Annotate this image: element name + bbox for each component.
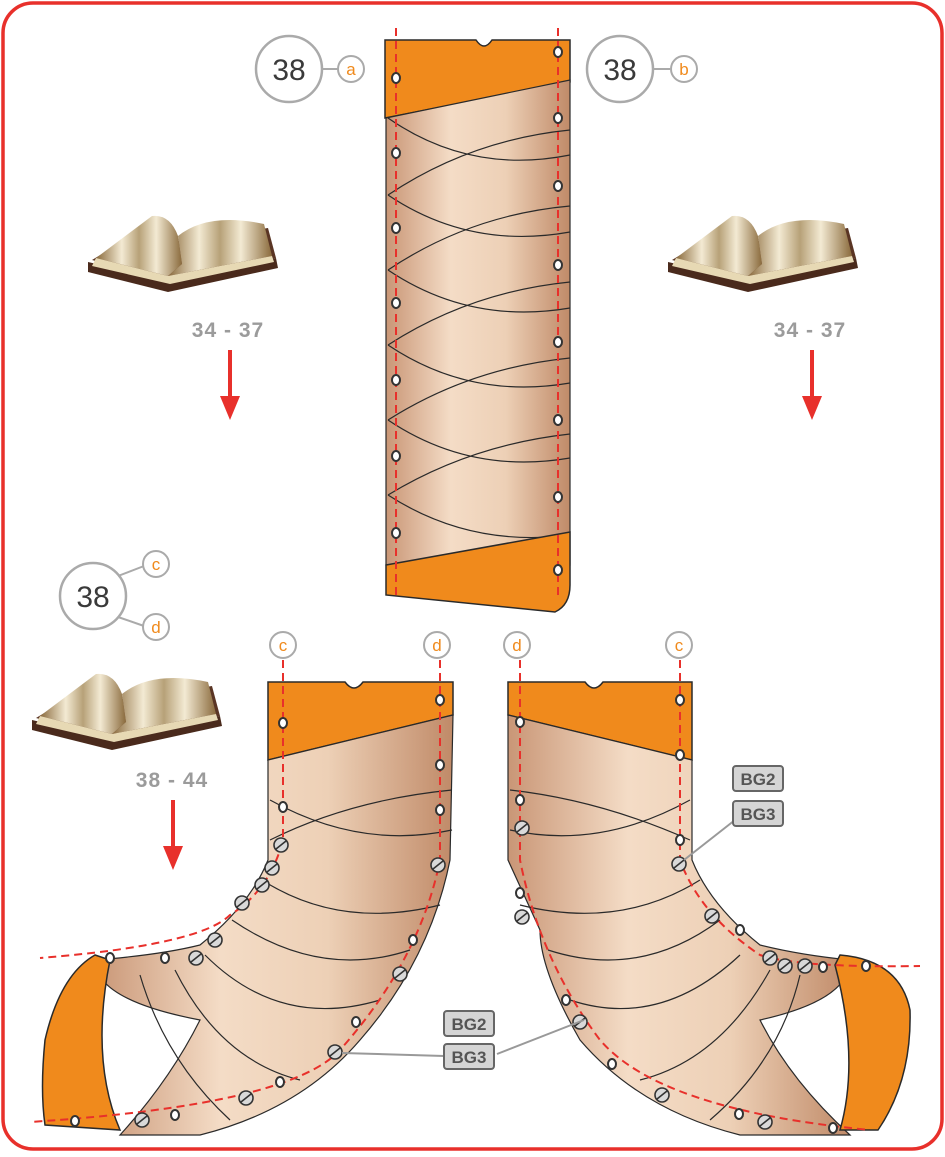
callout-letter-d: d xyxy=(151,618,160,637)
duct-segments xyxy=(386,80,570,565)
fastener-tag-bg2: BG2 xyxy=(444,1011,494,1036)
seam-label-c: c xyxy=(675,636,684,655)
callout-letter-c: c xyxy=(152,555,161,574)
book-pages-label: 34 - 37 xyxy=(192,319,264,342)
callout-number: 38 xyxy=(76,581,109,614)
svg-text:BG2: BG2 xyxy=(741,770,776,789)
fastener-tag-bg3: BG3 xyxy=(444,1044,494,1069)
callout-letter: a xyxy=(346,60,356,79)
fastener-tag-bg2: BG2 xyxy=(733,766,783,791)
callout-letter: b xyxy=(679,60,688,79)
callout-number: 38 xyxy=(603,54,636,87)
book-pages-label: 34 - 37 xyxy=(774,319,846,342)
seam-label-c: c xyxy=(279,636,288,655)
svg-text:BG3: BG3 xyxy=(452,1048,487,1067)
book-pages-label: 38 - 44 xyxy=(136,769,208,792)
seam-label-d: d xyxy=(432,636,441,655)
svg-text:BG2: BG2 xyxy=(452,1015,487,1034)
callout-number: 38 xyxy=(272,54,305,87)
svg-text:BG3: BG3 xyxy=(741,805,776,824)
fastener-tag-bg3: BG3 xyxy=(733,801,783,826)
straight-duct xyxy=(385,28,570,612)
seam-label-d: d xyxy=(512,636,521,655)
